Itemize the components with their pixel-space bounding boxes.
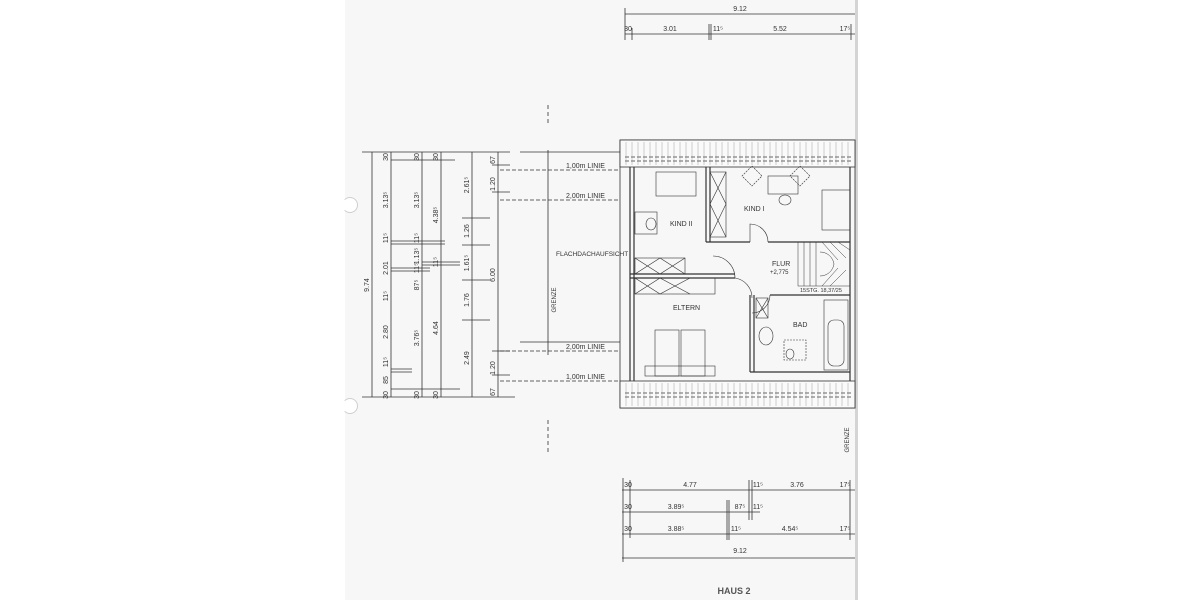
bed-right xyxy=(680,329,706,377)
staircase xyxy=(797,241,851,287)
furniture xyxy=(634,165,851,377)
desk-kind2 xyxy=(634,211,658,235)
dim-top-overall: 9.12 xyxy=(733,6,747,13)
dim-bottom-r2: 11⁵ xyxy=(753,504,763,511)
skylight xyxy=(789,165,811,187)
dim-left-c1: 11⁵ xyxy=(383,233,390,243)
bed-left xyxy=(654,329,680,377)
dim-left-c1: 30 xyxy=(383,153,390,161)
dim-left-c5: 67 xyxy=(490,156,497,164)
dim-left-c2: 3.76⁵ xyxy=(414,330,421,347)
dim-top-seg: 30 xyxy=(624,26,632,33)
dim-left-c1: 11⁵ xyxy=(383,291,390,301)
scanned-paper-sheet xyxy=(345,0,857,600)
flat-roof-label: FLACHDACHAUFSICHT xyxy=(556,251,628,258)
dim-bottom-r2: 3.89⁵ xyxy=(668,504,685,511)
dim-left-c1: 2.01 xyxy=(383,261,390,275)
dim-left-c2: 30 xyxy=(414,153,421,161)
punch-hole-top xyxy=(342,197,358,213)
line-label-2m-bottom: 2,00m LINIE xyxy=(566,344,605,351)
room-label-kind1: KIND I xyxy=(744,206,765,213)
dim-left-c3: 30 xyxy=(433,153,440,161)
dim-top-seg: 5.52 xyxy=(773,26,787,33)
height-lines xyxy=(500,105,620,455)
dim-bottom-r3: 30 xyxy=(624,526,632,533)
dim-bottom-r3: 4.54⁵ xyxy=(782,526,799,533)
boundary-label-left: GRENZE xyxy=(552,287,558,312)
bottom-dimension-chains xyxy=(622,478,855,562)
dim-top-seg: 11⁵ xyxy=(713,26,723,33)
dim-bottom-r3: 11⁵ xyxy=(731,526,741,533)
chair-kind2 xyxy=(645,217,657,231)
room-label-flur: FLUR xyxy=(772,261,790,268)
dim-left-c4: 1.26 xyxy=(464,224,471,238)
dim-bottom-r2: 30 xyxy=(624,504,632,511)
stairs-label: 15STG. 18,37/25 xyxy=(800,288,842,294)
dim-left-c5: 1.20 xyxy=(490,361,497,375)
bed-kind2 xyxy=(655,171,697,197)
dim-left-c2: 1.13⁵ xyxy=(414,248,421,265)
line-label-1m-top: 1,00m LINIE xyxy=(566,163,605,170)
dim-left-c3: 11⁵ xyxy=(433,257,440,267)
dim-left-c1: 30 xyxy=(383,391,390,399)
dim-left-c3: 4.64 xyxy=(433,321,440,335)
roof-hatching xyxy=(625,142,849,406)
building-outline xyxy=(619,139,856,409)
dim-left-c4: 1.61⁵ xyxy=(464,255,471,272)
dim-left-c5: 67 xyxy=(490,388,497,396)
drawing-title: HAUS 2 xyxy=(717,586,750,596)
room-label-eltern: ELTERN xyxy=(673,305,700,312)
dim-left-c3: 4.38⁵ xyxy=(433,207,440,224)
dim-left-c2: 11⁵ xyxy=(414,263,421,273)
room-level-flur: +2,775 xyxy=(770,270,789,276)
desk-kind1 xyxy=(767,175,799,195)
room-label-kind2: KIND II xyxy=(670,221,693,228)
dim-left-c1: 3.13⁵ xyxy=(383,192,390,209)
dim-left-c1: 11⁵ xyxy=(383,357,390,367)
dim-left-c4: 2.61⁵ xyxy=(464,177,471,194)
top-dimension-chain xyxy=(624,8,855,40)
dim-left-c1: 85 xyxy=(383,376,390,384)
paper-edge xyxy=(855,0,858,600)
door-swings xyxy=(712,223,771,314)
dim-left-c2: 87⁵ xyxy=(414,280,421,291)
dim-left-c4: 1.76 xyxy=(464,293,471,307)
dim-bottom-r1: 17⁵ xyxy=(840,482,851,489)
dim-bottom-r1: 30 xyxy=(624,482,632,489)
dim-bottom-r3: 17⁵ xyxy=(840,526,851,533)
dim-left-c2: 11⁵ xyxy=(414,233,421,243)
dim-left-c5: 1.20 xyxy=(490,177,497,191)
dim-left-c4: 2.49 xyxy=(464,351,471,365)
dim-left-c2: 3.13⁵ xyxy=(414,192,421,209)
bathtub xyxy=(823,299,849,371)
dim-top-seg: 3.01 xyxy=(663,26,677,33)
line-label-1m-bottom: 1,00m LINIE xyxy=(566,374,605,381)
dim-top-seg: 17⁵ xyxy=(840,26,851,33)
skylight xyxy=(741,165,763,187)
dim-bottom-r2: 87⁵ xyxy=(735,504,746,511)
bed-kind1 xyxy=(821,189,851,231)
line-label-2m-top: 2,00m LINIE xyxy=(566,193,605,200)
dim-bottom-r1: 11⁵ xyxy=(753,482,763,489)
dim-bottom-r3: 3.88⁵ xyxy=(668,526,685,533)
sink xyxy=(758,326,774,346)
dim-left-c1: 2.80 xyxy=(383,325,390,339)
chair-kind1 xyxy=(778,194,792,206)
left-dimension-chains xyxy=(362,151,515,398)
wardrobes xyxy=(634,171,769,319)
dim-left-c5: 6.00 xyxy=(490,268,497,282)
toilet xyxy=(785,348,795,360)
dim-left-c2: 30 xyxy=(414,391,421,399)
boundary-label-right: GRENZE xyxy=(845,427,851,452)
dim-left-overall: 9.74 xyxy=(364,278,371,292)
dim-bottom-overall: 9.12 xyxy=(733,548,747,555)
dim-bottom-r1: 4.77 xyxy=(683,482,697,489)
dim-left-c3: 30 xyxy=(433,391,440,399)
room-label-bad: BAD xyxy=(793,322,807,329)
dim-bottom-r1: 3.76 xyxy=(790,482,804,489)
punch-hole-bottom xyxy=(342,398,358,414)
